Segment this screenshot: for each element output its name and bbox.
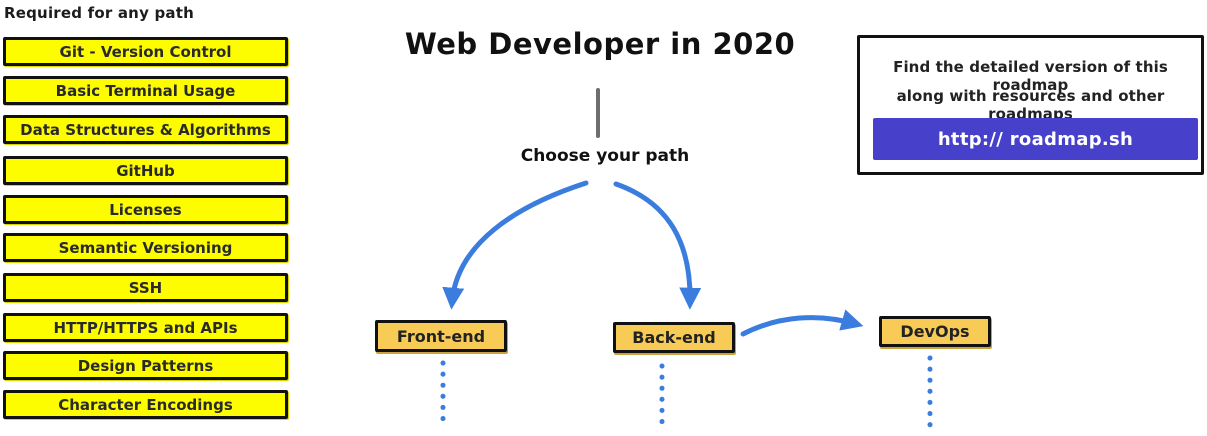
curved-arrow-to-backend-icon bbox=[613, 181, 702, 310]
node-ssh[interactable]: SSH bbox=[3, 273, 288, 302]
node-github[interactable]: GitHub bbox=[3, 156, 288, 185]
node-character-encodings[interactable]: Character Encodings bbox=[3, 390, 288, 419]
node-http-https-apis[interactable]: HTTP/HTTPS and APIs bbox=[3, 313, 288, 342]
node-devops[interactable]: DevOps bbox=[879, 316, 991, 347]
required-section-heading: Required for any path bbox=[4, 4, 194, 22]
page-title: Web Developer in 2020 bbox=[404, 27, 796, 61]
roadmap-info-box: Find the detailed version of this roadma… bbox=[857, 35, 1204, 175]
curved-arrow-backend-to-devops-icon bbox=[740, 309, 864, 337]
node-semantic-versioning[interactable]: Semantic Versioning bbox=[3, 233, 288, 262]
info-box-line1: Find the detailed version of this roadma… bbox=[893, 58, 1168, 94]
node-git-version-control[interactable]: Git - Version Control bbox=[3, 37, 288, 66]
roadmap-url-button[interactable]: http:// roadmap.sh bbox=[873, 118, 1198, 160]
node-back-end[interactable]: Back-end bbox=[613, 322, 735, 353]
node-licenses[interactable]: Licenses bbox=[3, 195, 288, 224]
node-front-end[interactable]: Front-end bbox=[375, 320, 507, 352]
curved-arrow-to-frontend-icon bbox=[442, 180, 589, 310]
node-basic-terminal-usage[interactable]: Basic Terminal Usage bbox=[3, 76, 288, 105]
node-design-patterns[interactable]: Design Patterns bbox=[3, 351, 288, 380]
node-data-structures-algorithms[interactable]: Data Structures & Algorithms bbox=[3, 115, 288, 144]
choose-your-path-label: Choose your path bbox=[520, 146, 690, 166]
